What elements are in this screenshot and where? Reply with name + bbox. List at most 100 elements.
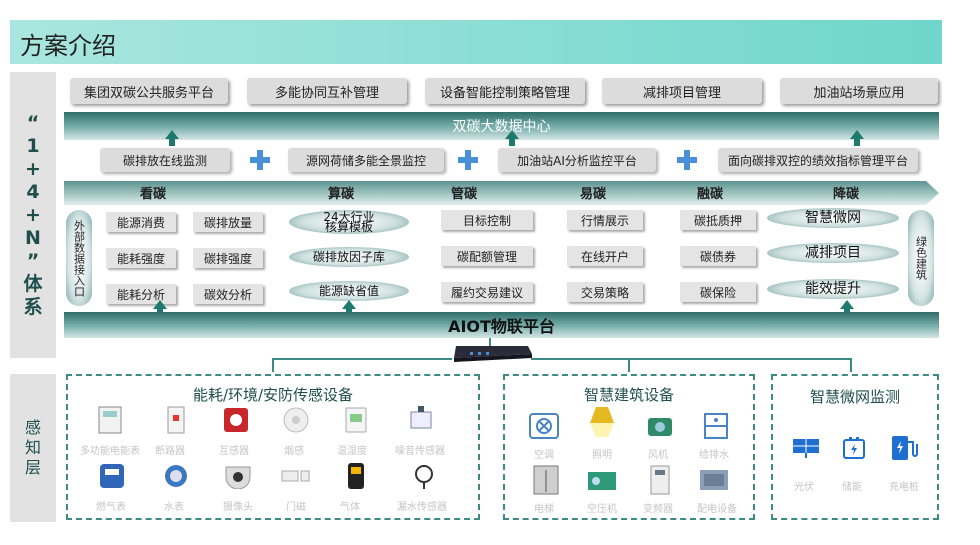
yitan-item[interactable]: 行情展示 <box>567 210 643 230</box>
device-label: 配电设备 <box>697 504 737 515</box>
side-char: ” <box>26 249 40 272</box>
device-label: 水表 <box>164 502 184 513</box>
kantan-item[interactable]: 能耗分析 <box>106 284 176 304</box>
app-box[interactable]: 设备智能控制策略管理 <box>425 78 585 104</box>
connector-line <box>628 358 630 372</box>
connector-line <box>489 338 491 346</box>
inverter-icon <box>644 464 676 496</box>
side-char: 体 <box>23 272 43 295</box>
category-suantan: 算碳 <box>328 187 355 202</box>
device-label: 温湿度 <box>337 446 367 457</box>
smoke-detector-icon <box>280 404 312 436</box>
rongtan-item[interactable]: 碳债券 <box>680 246 756 266</box>
distribution-icon <box>698 464 730 496</box>
elevator-icon <box>530 464 562 496</box>
connector-line <box>531 358 851 360</box>
side-char: 1 <box>26 134 40 157</box>
jiangtan-item[interactable]: 智慧微网 <box>767 208 899 228</box>
monitor-box[interactable]: 面向碳排双控的绩效指标管理平台 <box>718 148 918 172</box>
rongtan-item[interactable]: 碳抵质押 <box>680 210 756 230</box>
side-char: 感 <box>24 418 41 437</box>
app-box[interactable]: 加油站场景应用 <box>780 78 938 104</box>
device-label: 照明 <box>592 450 612 461</box>
device-label: 烟感 <box>284 446 304 457</box>
kantan-item[interactable]: 碳排强度 <box>193 248 263 268</box>
kantan-item[interactable]: 碳效分析 <box>193 284 263 304</box>
leak-sensor-icon <box>408 460 440 492</box>
device-label: 电梯 <box>534 504 554 515</box>
building-group: 智慧建筑设备 <box>503 374 755 520</box>
device-label: 燃气表 <box>96 502 126 513</box>
air-conditioner-icon <box>528 410 560 442</box>
solar-panel-icon <box>790 432 822 464</box>
perception-side-label: 感 知 层 <box>10 374 56 522</box>
jiangtan-item[interactable]: 能效提升 <box>767 279 899 299</box>
plus-icon <box>250 150 270 170</box>
side-char: 4 <box>26 180 40 203</box>
gas-meter-icon <box>96 460 128 492</box>
side-char: + <box>25 157 41 180</box>
side-char: + <box>25 203 41 226</box>
kantan-item[interactable]: 能耗强度 <box>106 248 176 268</box>
door-sensor-icon <box>280 460 312 492</box>
green-building-pill: 绿色建筑 <box>908 210 934 306</box>
suantan-item[interactable]: 碳排放因子库 <box>289 247 409 267</box>
side-char: “ <box>26 111 40 134</box>
guantan-item[interactable]: 碳配额管理 <box>441 246 533 266</box>
guantan-item[interactable]: 履约交易建议 <box>441 282 533 302</box>
category-arrow-bar <box>64 181 939 205</box>
side-char: 知 <box>24 438 41 457</box>
app-box[interactable]: 减排项目管理 <box>602 78 762 104</box>
kantan-item[interactable]: 能源消费 <box>106 212 176 232</box>
device-label: 给排水 <box>699 450 729 461</box>
jiangtan-item[interactable]: 减排项目 <box>767 243 899 263</box>
app-box[interactable]: 多能协同互补管理 <box>247 78 407 104</box>
monitor-box[interactable]: 加油站AI分析监控平台 <box>498 148 656 172</box>
device-label: 气体 <box>340 502 360 513</box>
energy-meter-icon <box>94 404 126 436</box>
gas-detector-icon <box>340 460 372 492</box>
title-bar: 方案介绍 <box>10 20 942 64</box>
noise-sensor-icon <box>405 404 437 436</box>
device-label: 风机 <box>648 450 668 461</box>
up-arrow-icon <box>850 130 864 146</box>
device-label: 噪音传感器 <box>395 446 445 457</box>
app-box[interactable]: 集团双碳公共服务平台 <box>70 78 228 104</box>
group-title: 智慧建筑设备 <box>583 386 674 404</box>
kantan-item[interactable]: 碳排放量 <box>193 212 263 232</box>
category-guantan: 管碳 <box>451 187 478 202</box>
suantan-item[interactable]: 24大行业 核算模板 <box>289 210 409 234</box>
yitan-item[interactable]: 交易策略 <box>567 282 643 302</box>
device-label: 储能 <box>842 482 862 493</box>
up-arrow-icon <box>165 130 179 146</box>
side-char: N <box>25 226 41 249</box>
suantan-item[interactable]: 能源缺省值 <box>289 281 409 301</box>
system-side-label: “ 1 + 4 + N ” 体 系 <box>10 72 56 358</box>
monitor-box[interactable]: 源网荷储多能全景监控 <box>288 148 444 172</box>
data-center-bar: 双碳大数据中心 <box>64 112 939 140</box>
sensing-group: 能耗/环境/安防传感设备 <box>66 374 480 520</box>
device-label: 空调 <box>534 450 554 461</box>
device-label: 漏水传感器 <box>397 502 447 513</box>
device-label: 变频器 <box>643 504 673 515</box>
connector-line <box>850 358 852 372</box>
gateway-device-icon <box>450 344 532 362</box>
humidity-sensor-icon <box>340 404 372 436</box>
group-title: 智慧微网监测 <box>809 388 900 406</box>
fan-icon <box>644 410 676 442</box>
device-label: 充电桩 <box>889 482 919 493</box>
lighting-icon <box>586 406 618 438</box>
category-jiangtan: 降碳 <box>833 187 860 202</box>
device-label: 断路器 <box>155 446 185 457</box>
guantan-item[interactable]: 目标控制 <box>441 210 533 230</box>
monitor-box[interactable]: 碳排放在线监测 <box>100 148 230 172</box>
yitan-item[interactable]: 在线开户 <box>567 246 643 266</box>
plus-icon <box>458 150 478 170</box>
rongtan-item[interactable]: 碳保险 <box>680 282 756 302</box>
microgrid-group: 智慧微网监测 <box>771 374 939 520</box>
side-char: 层 <box>24 458 41 477</box>
group-title: 能耗/环境/安防传感设备 <box>192 386 354 404</box>
page-title: 方案介绍 <box>20 32 116 60</box>
category-kantan: 看碳 <box>140 187 167 202</box>
up-arrow-icon <box>505 130 519 146</box>
